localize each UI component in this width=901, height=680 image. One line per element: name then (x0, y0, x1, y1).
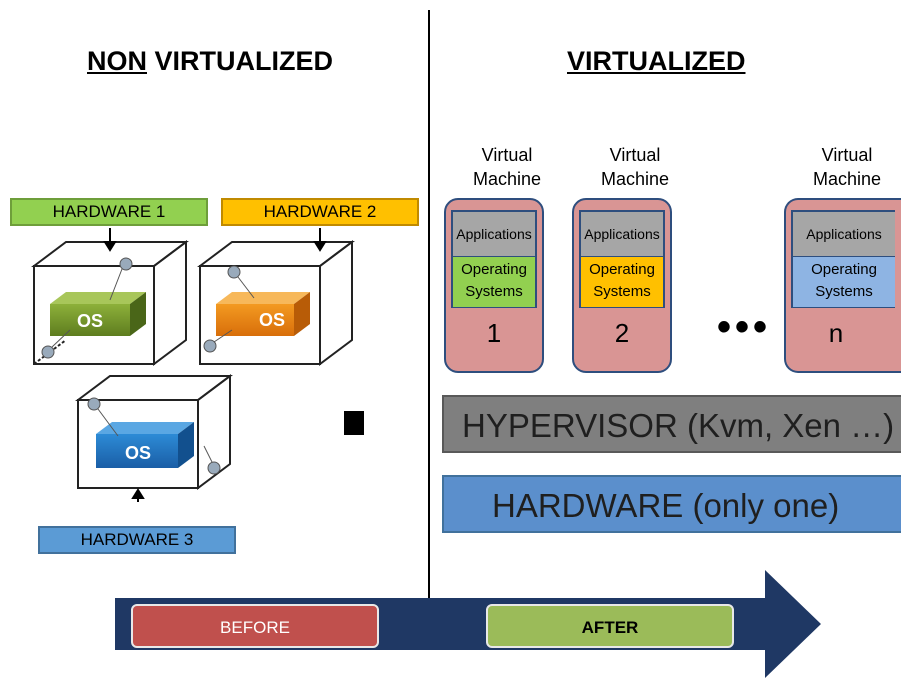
os-block-1: OS (50, 292, 146, 336)
os-block-3: OS (96, 422, 194, 468)
app-icons-1 (41, 257, 133, 359)
divider-line (428, 10, 430, 600)
app-icons-2 (203, 265, 255, 353)
after-button[interactable]: AFTER (486, 604, 734, 648)
before-button[interactable]: BEFORE (131, 604, 379, 648)
vm-n-applications: Applications (793, 212, 895, 257)
svg-text:OS: OS (77, 311, 103, 331)
vm-1-number: 1 (486, 318, 502, 348)
vm-2-number: 2 (614, 318, 630, 348)
hardware-box-3 (75, 374, 233, 490)
vm-n-number: n (828, 318, 844, 348)
hardware-only-one-bar: HARDWARE (only one) (442, 475, 901, 533)
vm-2-applications: Applications (581, 212, 663, 257)
hardware-3-label: HARDWARE 3 (38, 526, 236, 554)
hardware-box-2 (197, 240, 355, 366)
hardware-1-label: HARDWARE 1 (10, 198, 208, 226)
app-icons-3 (87, 397, 221, 475)
vm-1-applications: Applications (453, 212, 535, 257)
non-virtualized-title: NON VIRTUALIZED (87, 46, 333, 76)
hardware-arrows (103, 228, 327, 526)
os-block-2: OS (216, 292, 310, 336)
svg-text:OS: OS (259, 310, 285, 330)
timeline-arrow (115, 570, 821, 678)
svg-text:OS: OS (125, 443, 151, 463)
virtualized-title: VIRTUALIZED (567, 46, 746, 76)
hypervisor-bar: HYPERVISOR (Kvm, Xen …) (442, 395, 901, 453)
hardware-2-label: HARDWARE 2 (221, 198, 419, 226)
black-square (344, 411, 364, 435)
hardware-boxes-illustration: OS OS (10, 228, 366, 526)
ellipsis: ••• (717, 305, 772, 349)
